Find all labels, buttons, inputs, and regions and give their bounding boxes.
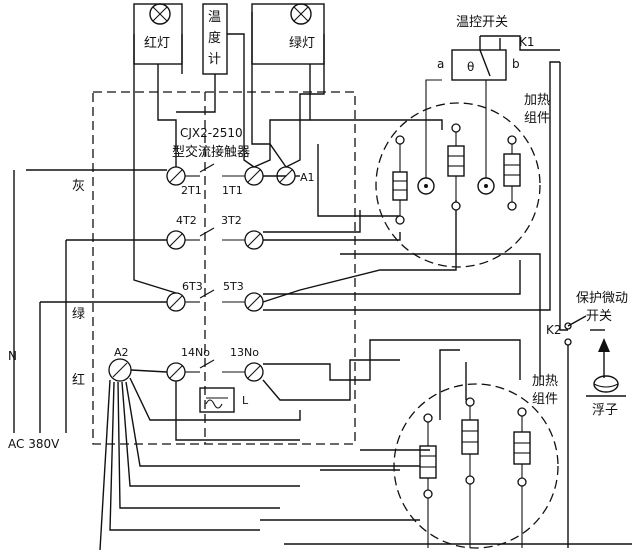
arrow-up-icon [598, 338, 610, 378]
terminal-a1-label: A1 [300, 171, 315, 184]
switch-theta-label: θ [467, 60, 474, 74]
terminal-3t2-label: 3T2 [221, 214, 242, 227]
thermometer-char-3: 计 [208, 52, 221, 67]
thermometer: 温 度 计 [202, 3, 228, 75]
gray-wire-label: 灰 [72, 179, 85, 194]
terminal-13no-label: 13No [230, 346, 259, 359]
heater-top-label-2: 组件 [524, 111, 550, 126]
terminal-l-label: L [242, 394, 249, 407]
thermometer-char-1: 温 [208, 10, 221, 25]
contactor-name: 型交流接触器 [172, 144, 250, 160]
heating-element-icon [513, 431, 531, 465]
wires [13, 12, 632, 551]
heating-element-icon [392, 171, 408, 201]
lamp-icon [290, 3, 312, 25]
k1-label: K1 [519, 35, 535, 49]
timer-relay-icon [199, 387, 235, 413]
heating-element-icon [503, 153, 521, 187]
heater-assembly-bottom: 加热 组件 [393, 374, 559, 549]
contactor-model: CJX2-2510 [180, 126, 243, 140]
lamp-icon [149, 3, 171, 25]
heating-element-icon [461, 419, 479, 455]
supply-label: AC 380V [8, 437, 60, 451]
terminal-1t1-label: 1T1 [222, 184, 243, 197]
heater-top-label-1: 加热 [524, 93, 550, 108]
thermometer-char-2: 度 [208, 30, 221, 46]
red-wire-label: 红 [72, 372, 85, 388]
heating-element-icon [447, 145, 465, 177]
red-lamp: 红灯 [133, 3, 183, 65]
terminal-5t3-label: 5T3 [223, 280, 244, 293]
terminal-6t3-label: 6T3 [182, 280, 203, 293]
heater-bottom-label-2: 组件 [532, 392, 558, 407]
terminal-a2-label: A2 [114, 346, 129, 359]
terminal-4t2-label: 4T2 [176, 214, 197, 227]
terminal-14no-label: 14No [181, 346, 210, 359]
float-icon [586, 375, 626, 397]
k2-label: K2 [546, 323, 562, 337]
green-lamp-label: 绿灯 [289, 36, 315, 51]
float-label: 浮子 [592, 403, 618, 418]
switch-b-label: b [512, 57, 520, 71]
green-wire-label: 绿 [72, 307, 85, 322]
contactor-contacts [185, 163, 245, 373]
red-lamp-label: 红灯 [144, 35, 170, 51]
terminal-2t1-label: 2T1 [181, 184, 202, 197]
switch-a-label: a [437, 57, 444, 71]
contactor-boundary [92, 91, 356, 445]
temperature-control-switch: 温控开关 K1 a b θ [437, 15, 560, 81]
green-lamp: 绿灯 [251, 3, 325, 65]
protect-switch-label-1: 保护微动 [576, 291, 628, 306]
temp-switch-label: 温控开关 [456, 15, 508, 30]
heater-bottom-label-1: 加热 [532, 374, 558, 389]
protect-switch-label-2: 开关 [586, 309, 612, 324]
neutral-label: N [8, 349, 17, 363]
heating-element-icon [419, 445, 437, 479]
heater-assembly-top: 加热 组件 [375, 79, 550, 268]
protection-micro-switch: 保护微动 开关 K2 [546, 291, 628, 346]
